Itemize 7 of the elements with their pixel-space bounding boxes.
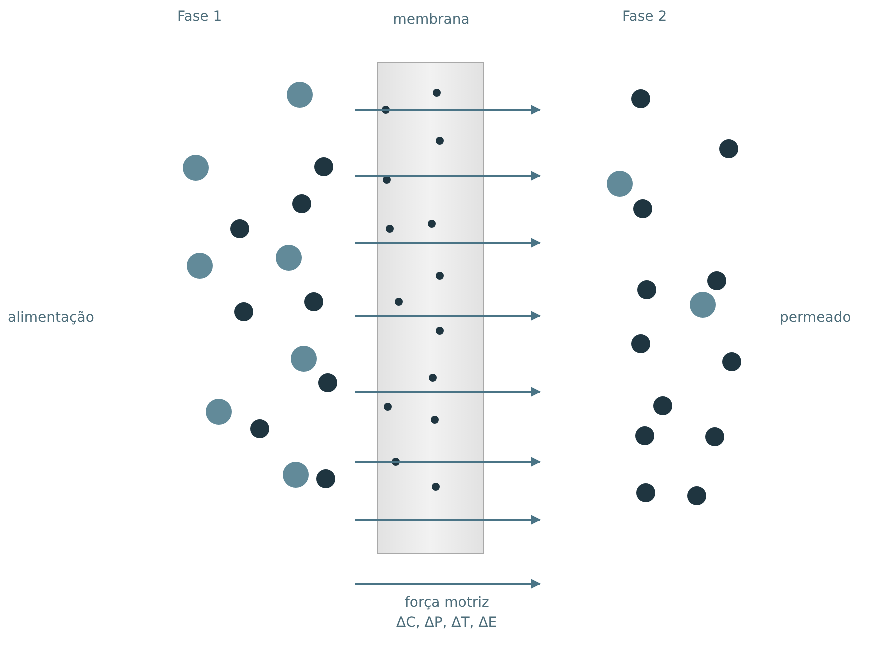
phase-label: Fase 1: [178, 8, 222, 26]
permeate-label: permeado: [780, 309, 852, 327]
feed-label: alimentação: [8, 309, 94, 327]
driving-force-label: força motriz: [405, 594, 490, 612]
driving-force-formula: ΔC, ΔP, ΔT, ΔE: [396, 614, 498, 632]
membrane-heading: membrana: [392, 11, 471, 29]
phase-label: Fase 2: [622, 8, 668, 26]
